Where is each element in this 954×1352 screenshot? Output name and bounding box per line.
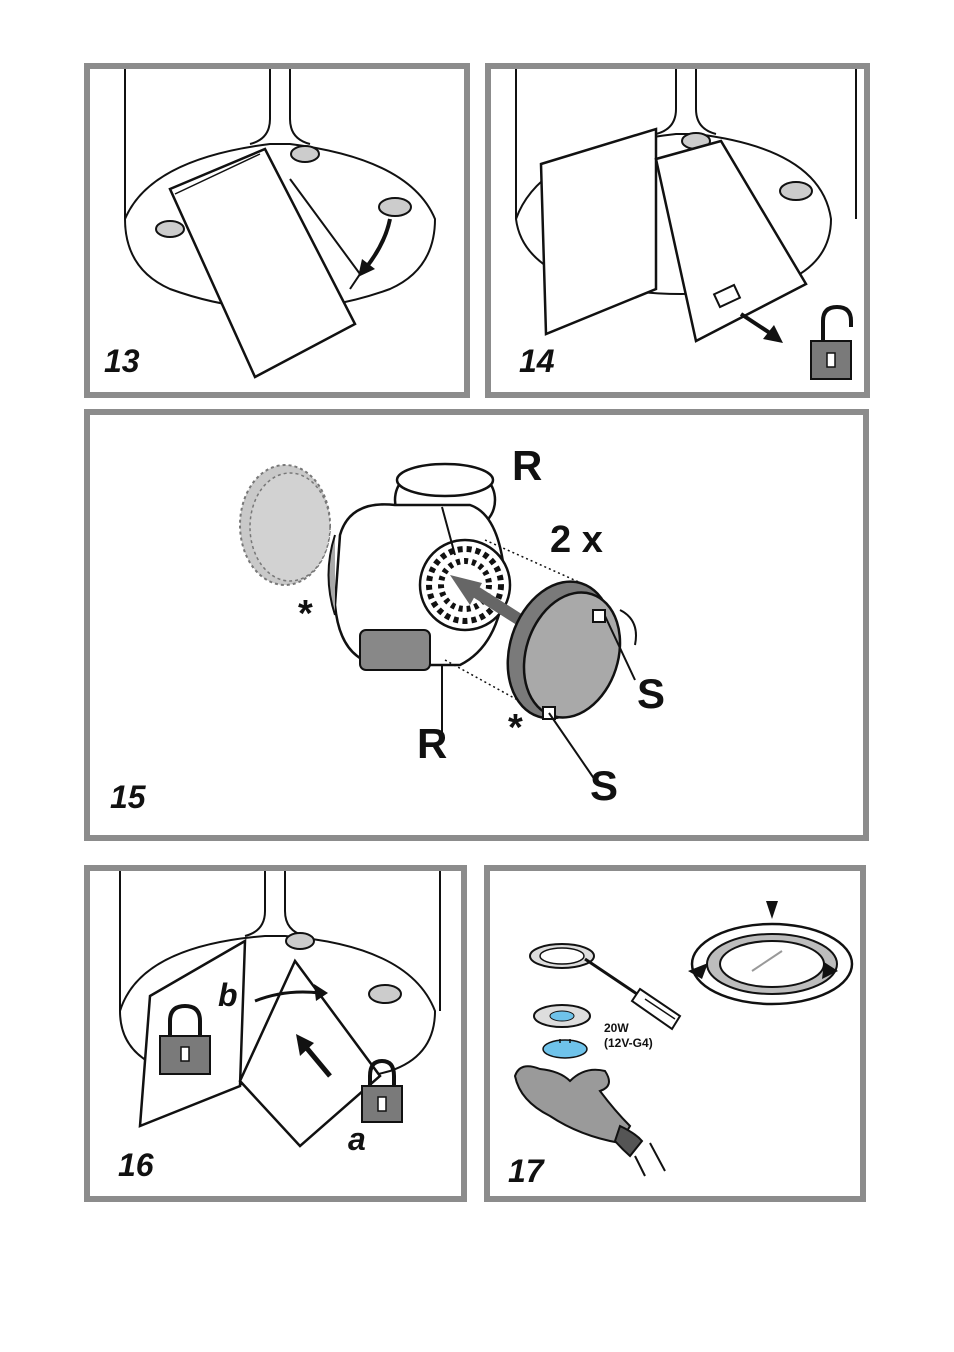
hinged-panel — [541, 129, 656, 334]
bulb-icon — [543, 1039, 587, 1058]
asterisk-bottom: * — [508, 709, 523, 747]
label-s-right: S — [637, 673, 665, 715]
step-13-panel: 13 — [84, 63, 470, 398]
step-15-panel: R 2 x S R S * * 15 — [84, 409, 869, 841]
step-number: 13 — [104, 345, 140, 377]
label-b: b — [218, 979, 238, 1011]
lamp-cover-icon — [692, 924, 852, 1004]
wattage-label: 20W — [604, 1021, 629, 1035]
step-number: 15 — [110, 781, 146, 813]
hinged-panel — [140, 941, 245, 1126]
asterisk-left: * — [298, 595, 313, 633]
fan-motor-icon — [329, 464, 511, 670]
label-r-top: R — [512, 445, 542, 487]
label-times: 2 x — [550, 521, 603, 559]
unlocked-padlock-icon — [811, 307, 851, 379]
arrow-icon — [766, 901, 778, 919]
carbon-filter-drawing — [90, 415, 863, 835]
grease-filter — [656, 141, 806, 341]
step-number: 14 — [519, 345, 555, 377]
step-16-panel: b a 16 — [84, 865, 467, 1202]
screwdriver-icon — [585, 959, 680, 1029]
carbon-filter-icon — [240, 465, 330, 585]
label-s-bottom: S — [590, 765, 618, 807]
label-r-bottom: R — [417, 723, 447, 765]
step-number: 16 — [118, 1149, 154, 1181]
arrow-icon — [365, 219, 390, 269]
lamp-replacement-drawing — [490, 871, 860, 1196]
step-14-panel: 14 — [485, 63, 870, 398]
step-17-panel: 20W (12V-G4) 17 — [484, 865, 866, 1202]
lamp-type-label: (12V-G4) — [604, 1036, 653, 1050]
hood-panel-open-drawing — [90, 69, 464, 392]
step-number: 17 — [508, 1155, 544, 1187]
label-a: a — [348, 1123, 366, 1155]
